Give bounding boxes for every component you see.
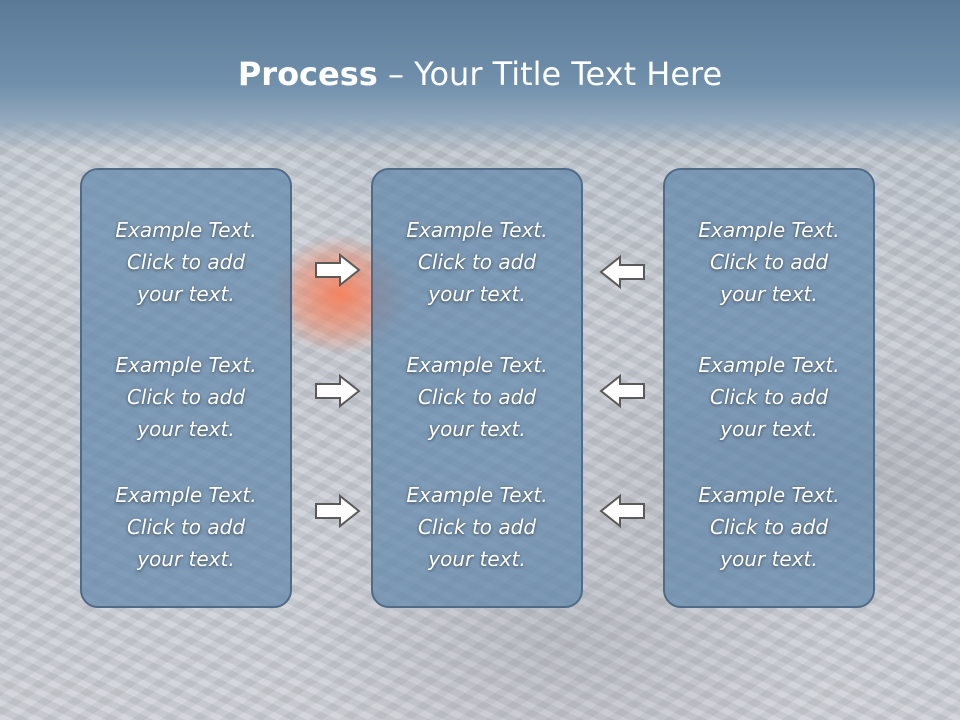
arrow-left-icon	[598, 254, 646, 290]
process-panel-right[interactable]: Example Text. Click to add your text. Ex…	[663, 168, 875, 608]
text-line: Click to add	[709, 250, 829, 274]
panel-text-item[interactable]: Example Text. Click to add your text.	[373, 214, 581, 310]
text-line: Click to add	[709, 385, 829, 409]
text-line: Example Text.	[406, 218, 548, 242]
panel-text-item[interactable]: Example Text. Click to add your text.	[373, 349, 581, 445]
panel-text-item[interactable]: Example Text. Click to add your text.	[665, 214, 873, 310]
panel-text-item[interactable]: Example Text. Click to add your text.	[82, 479, 290, 575]
panel-text-item[interactable]: Example Text. Click to add your text.	[665, 479, 873, 575]
slide-title[interactable]: Process – Your Title Text Here	[0, 52, 960, 96]
arrow-right-icon	[314, 373, 362, 409]
title-banner	[0, 0, 960, 150]
text-line: Click to add	[417, 385, 537, 409]
panel-text-item[interactable]: Example Text. Click to add your text.	[665, 349, 873, 445]
panel-text-item[interactable]: Example Text. Click to add your text.	[373, 479, 581, 575]
text-line: Click to add	[126, 515, 246, 539]
text-line: your text.	[137, 417, 235, 441]
text-line: Click to add	[126, 250, 246, 274]
text-line: Click to add	[126, 385, 246, 409]
text-line: Example Text.	[698, 483, 840, 507]
panel-text-item[interactable]: Example Text. Click to add your text.	[82, 214, 290, 310]
text-line: your text.	[137, 282, 235, 306]
process-panel-left[interactable]: Example Text. Click to add your text. Ex…	[80, 168, 292, 608]
text-line: your text.	[428, 417, 526, 441]
process-panel-center[interactable]: Example Text. Click to add your text. Ex…	[371, 168, 583, 608]
text-line: your text.	[428, 282, 526, 306]
arrow-right-icon	[314, 252, 362, 288]
text-line: Example Text.	[698, 353, 840, 377]
text-line: your text.	[720, 282, 818, 306]
slide-title-rest: – Your Title Text Here	[377, 55, 723, 93]
text-line: Example Text.	[406, 353, 548, 377]
text-line: Click to add	[417, 250, 537, 274]
text-line: Example Text.	[698, 218, 840, 242]
text-line: your text.	[428, 547, 526, 571]
text-line: your text.	[137, 547, 235, 571]
arrow-right-icon	[314, 493, 362, 529]
text-line: Example Text.	[115, 483, 257, 507]
text-line: Example Text.	[115, 353, 257, 377]
text-line: Click to add	[417, 515, 537, 539]
panel-text-item[interactable]: Example Text. Click to add your text.	[82, 349, 290, 445]
arrow-left-icon	[598, 373, 646, 409]
slide-title-bold: Process	[237, 55, 378, 93]
text-line: Click to add	[709, 515, 829, 539]
text-line: your text.	[720, 547, 818, 571]
text-line: your text.	[720, 417, 818, 441]
arrow-left-icon	[598, 493, 646, 529]
text-line: Example Text.	[406, 483, 548, 507]
text-line: Example Text.	[115, 218, 257, 242]
